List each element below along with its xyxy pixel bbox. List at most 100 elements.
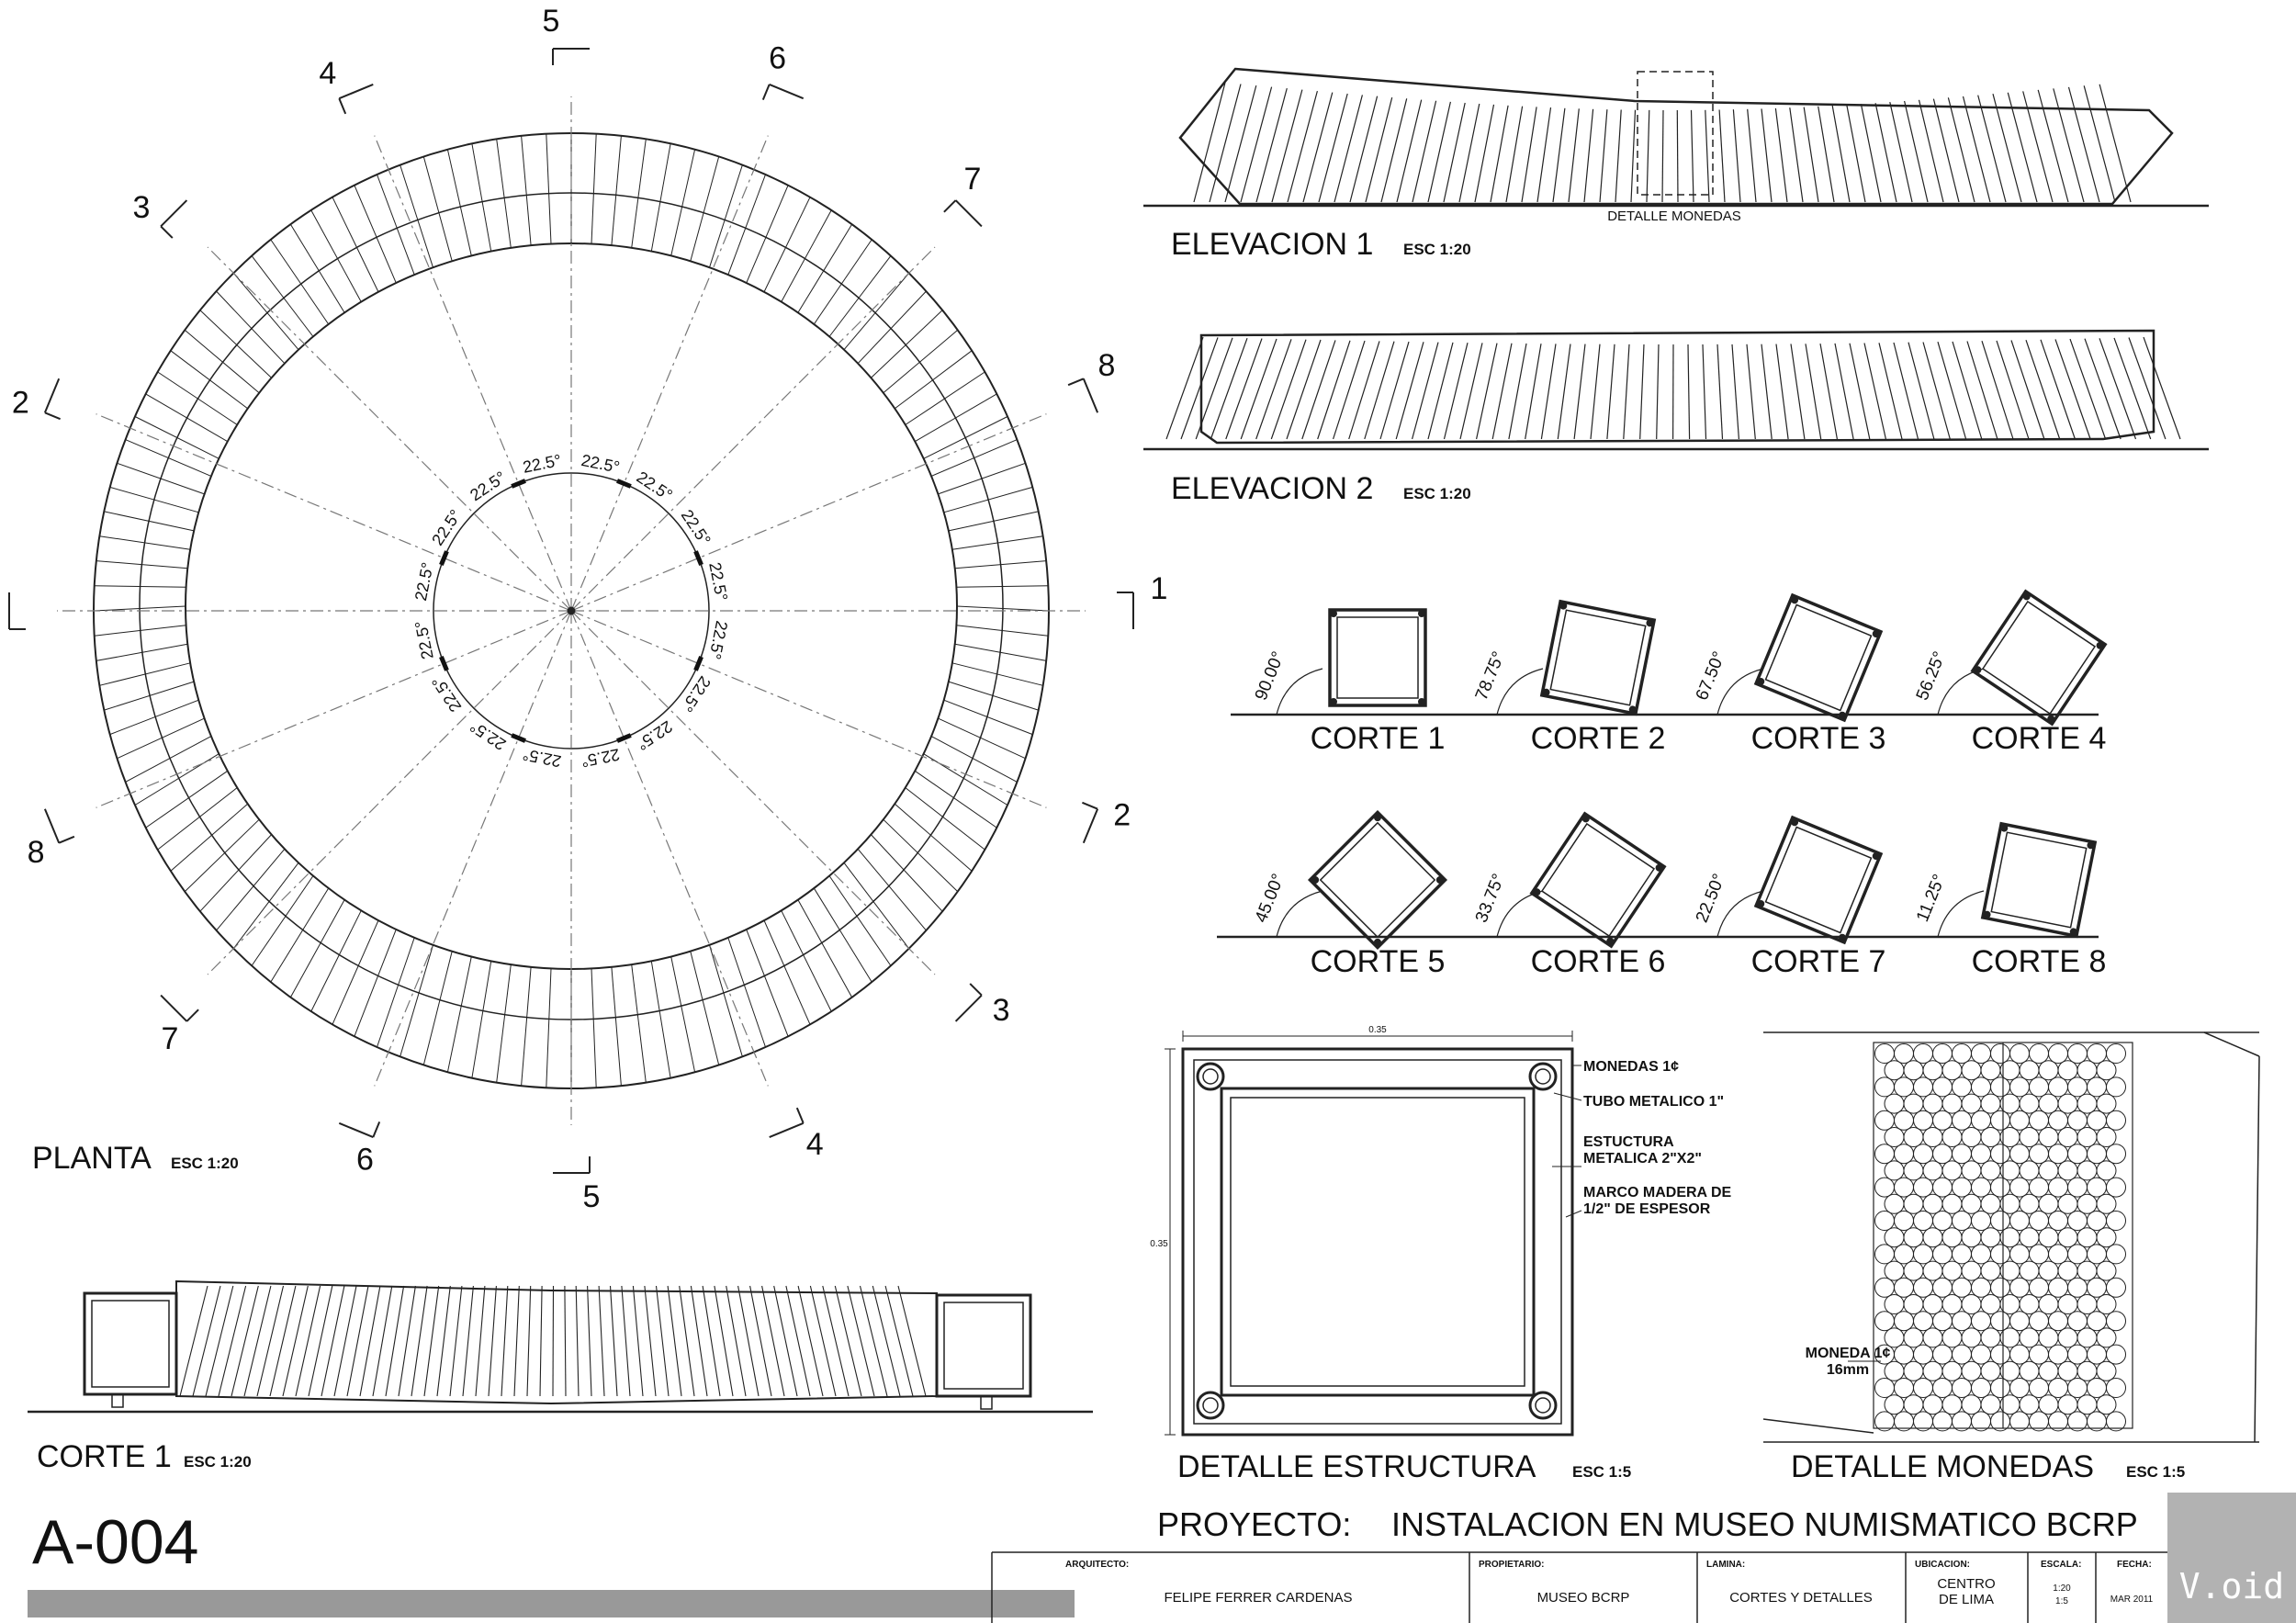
elevation-1-title: ELEVACION 1 [1171, 227, 1373, 262]
elevation-2-scale: ESC 1:20 [1403, 485, 1471, 502]
cuts-group: 90.00°CORTE 178.75°CORTE 267.50°CORTE 35… [1217, 589, 2108, 979]
detail-structure-title: DETALLE ESTRUCTURA [1177, 1449, 1536, 1484]
section-mark-6-b: 6 [338, 1121, 381, 1178]
project-name: INSTALACION EN MUSEO NUMISMATICO BCRP [1391, 1505, 2138, 1543]
elevation-1-outline [1178, 67, 2174, 206]
section-mark-8-b: 8 [28, 808, 75, 870]
cut-8-label: CORTE 8 [1972, 944, 2107, 979]
angle-label: 22.5° [521, 745, 562, 771]
cut-2-angle: 78.75° [1472, 648, 1509, 703]
tb-propietario-label: PROPIETARIO: [1479, 1560, 1544, 1570]
section-mark-1-b: 1 [1117, 571, 1167, 629]
note-estructura-1: ESTUCTURA [1583, 1134, 1674, 1150]
tb-lamina: CORTES Y DETALLES [1729, 1590, 1873, 1606]
note-marco-2: 1/2" DE ESPESOR [1583, 1201, 1711, 1217]
cut-2-label: CORTE 2 [1531, 721, 1666, 756]
tb-lamina-label: LAMINA: [1706, 1560, 1745, 1570]
section-mark-5-b: 5 [553, 1156, 600, 1214]
elevation-2-slats [1165, 336, 2181, 440]
section-1-slats [179, 1285, 927, 1397]
coin-note-2: 16mm [1827, 1362, 1869, 1378]
angle-label: 22.5° [580, 745, 621, 771]
cut-5-label: CORTE 5 [1311, 944, 1446, 979]
detail-coins [1762, 1031, 2260, 1443]
cut-2: 78.75° CORTE 2 [1472, 599, 1666, 756]
svg-text:4: 4 [319, 56, 336, 91]
cut-8: 11.25° CORTE 8 [1913, 821, 2107, 979]
section-1-band [175, 1279, 938, 1405]
section-mark-3-b: 3 [954, 983, 1010, 1028]
tb-escala-label: ESCALA: [2041, 1560, 2081, 1570]
angle-label: 22.5° [467, 717, 509, 754]
cut-6: 33.75° CORTE 6 [1472, 811, 1667, 979]
plan-title: PLANTA [32, 1141, 152, 1176]
bottom-band [28, 1590, 1075, 1617]
svg-text:4: 4 [806, 1127, 824, 1162]
angle-label: 22.5° [634, 468, 676, 504]
tb-fecha-label: FECHA: [2117, 1560, 2152, 1570]
section-mark-5-a: 5 [543, 4, 590, 65]
cut-8-angle: 11.25° [1913, 872, 1950, 925]
plan-section-axes [57, 96, 1086, 1125]
coin-grid [1874, 1043, 2126, 1432]
section-1-left-box [83, 1291, 178, 1396]
svg-text:3: 3 [132, 190, 150, 225]
cut-6-angle: 33.75° [1472, 871, 1509, 925]
note-estructura-2: METALICA 2"X2" [1583, 1151, 1702, 1167]
angle-label: 22.5° [467, 468, 509, 504]
angle-label: 22.5° [411, 619, 437, 660]
elevation-1 [1143, 67, 2209, 208]
note-monedas: MONEDAS 1¢ [1583, 1059, 1679, 1075]
tb-propietario: MUSEO BCRP [1537, 1590, 1630, 1606]
cut-6-label: CORTE 6 [1531, 944, 1666, 979]
plan-center-circle [433, 472, 710, 750]
dim-width-label: 0.35 [1368, 1025, 1387, 1035]
plan-slat-lines [93, 133, 1050, 1088]
angle-label: 22.5° [521, 451, 562, 477]
cut-4: 56.25° CORTE 4 [1913, 589, 2108, 756]
section-mark-7-b: 7 [160, 994, 199, 1056]
svg-text:2: 2 [1113, 798, 1131, 833]
svg-text:6: 6 [769, 40, 786, 75]
detail-structure-inner [1220, 1087, 1536, 1397]
tube-top-right [1528, 1062, 1558, 1091]
coin-note-1: MONEDA 1¢ [1806, 1346, 1891, 1361]
tb-arquitecto: FELIPE FERRER CARDENAS [1164, 1590, 1352, 1606]
sheet-number: A-004 [32, 1507, 198, 1577]
angle-label: 22.5° [678, 673, 715, 716]
angle-label: 22.5° [411, 560, 437, 602]
section-mark-6-a: 6 [761, 40, 805, 100]
tb-fecha: MAR 2011 [2110, 1595, 2154, 1605]
tube-bottom-right [1528, 1391, 1558, 1420]
detail-structure-frame [1181, 1047, 1574, 1437]
section-1 [28, 1279, 1093, 1414]
detail-coins-title: DETALLE MONEDAS [1791, 1449, 2094, 1484]
cut-4-label: CORTE 4 [1972, 721, 2107, 756]
plan-section-marks: 1122334455667788 [8, 4, 1167, 1214]
angle-label: 22.5° [678, 506, 715, 548]
svg-text:8: 8 [1097, 348, 1115, 383]
logo-box [2167, 1493, 2296, 1623]
cut-1-label: CORTE 1 [1311, 721, 1446, 756]
section-mark-7-a: 7 [943, 162, 983, 228]
cut-1-angle: 90.00° [1252, 648, 1289, 703]
tb-ubicacion-label: UBICACION: [1915, 1560, 1970, 1570]
svg-text:6: 6 [356, 1143, 374, 1178]
cut-7-angle: 22.50° [1693, 871, 1729, 925]
cut-1: 90.00° CORTE 1 [1252, 608, 1446, 756]
svg-text:7: 7 [162, 1021, 179, 1056]
angle-label: 22.5° [580, 451, 621, 477]
elevation-1-scale: ESC 1:20 [1403, 241, 1471, 258]
tb-escala-2: 1:5 [2055, 1596, 2068, 1606]
dim-height-label: 0.35 [1150, 1239, 1168, 1249]
elevation-1-detail-label: DETALLE MONEDAS [1607, 209, 1741, 224]
elevation-2 [1143, 329, 2209, 451]
elevation-2-title: ELEVACION 2 [1171, 471, 1373, 506]
elevation-1-detail-box [1637, 71, 1714, 196]
cut-4-angle: 56.25° [1913, 648, 1950, 703]
title-block-grid [991, 1551, 2167, 1623]
elevation-1-slats [1193, 82, 2132, 203]
section-mark-2-a: 2 [12, 378, 61, 420]
note-marco-1: MARCO MADERA DE [1583, 1185, 1732, 1200]
